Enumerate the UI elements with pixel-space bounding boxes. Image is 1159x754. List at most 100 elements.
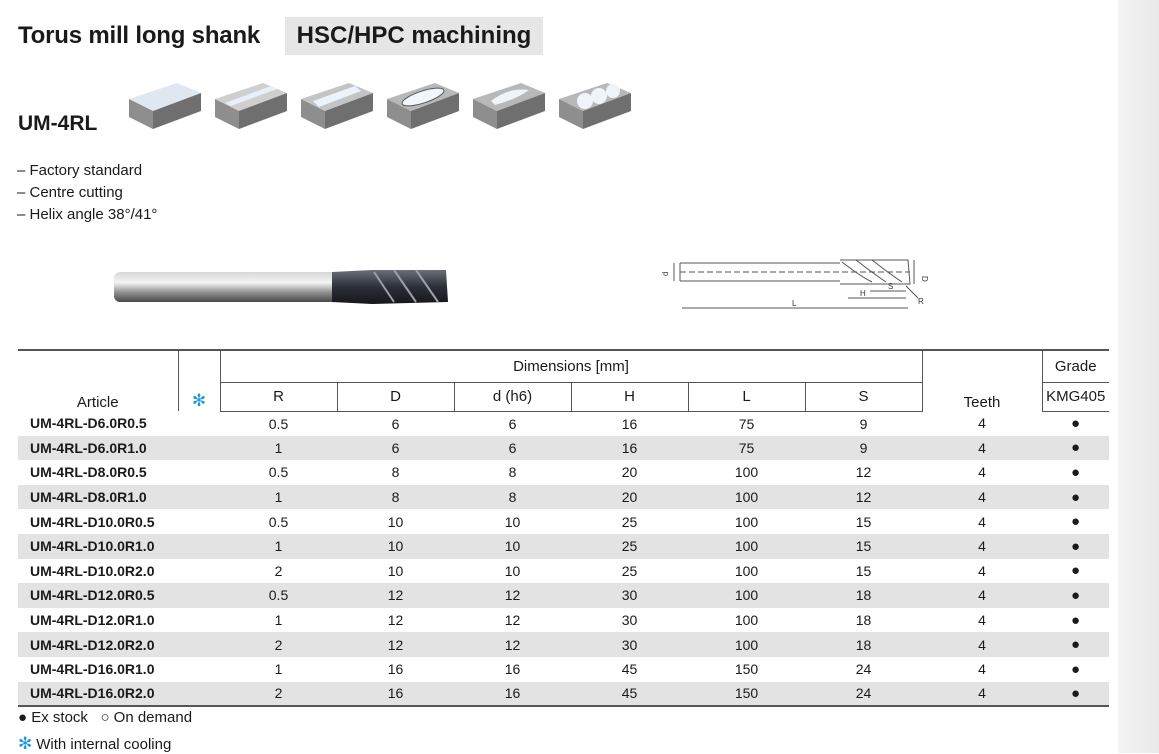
grade-cell: ● bbox=[1070, 415, 1081, 433]
drawing-label-H: H bbox=[860, 289, 866, 298]
dim-cell-S: 24 bbox=[855, 661, 872, 678]
teeth-cell: 4 bbox=[978, 415, 986, 432]
legend-on-demand: ○ On demand bbox=[100, 709, 193, 726]
dim-cell-S: 18 bbox=[855, 587, 872, 604]
dim-cell-d: 10 bbox=[504, 538, 521, 555]
teeth-cell: 4 bbox=[978, 513, 986, 530]
teeth-cell: 4 bbox=[978, 562, 986, 579]
dim-cell-S: 18 bbox=[855, 636, 872, 653]
dim-cell-d: 8 bbox=[508, 489, 517, 506]
slot-milling-icon bbox=[215, 83, 287, 129]
dim-cell-H: 45 bbox=[621, 661, 638, 678]
dim-cell-R: 0.5 bbox=[268, 587, 289, 604]
stock-legend: ● Ex stock ○ On demand bbox=[18, 709, 192, 726]
article-cell: UM-4RL-D12.0R1.0 bbox=[30, 612, 155, 629]
cooling-cell bbox=[178, 657, 220, 682]
dim-cell-D: 8 bbox=[391, 489, 400, 506]
dim-cell-R: 0.5 bbox=[268, 415, 289, 432]
dim-cell-S: 12 bbox=[855, 464, 872, 481]
article-cell: UM-4RL-D6.0R1.0 bbox=[30, 439, 147, 456]
drawing-label-d: d bbox=[661, 272, 670, 276]
dim-cell-d: 16 bbox=[504, 661, 521, 678]
cooling-cell bbox=[178, 559, 220, 584]
dim-cell-D: 16 bbox=[337, 681, 454, 708]
dim-cell-R: 2 bbox=[274, 562, 283, 579]
cooling-header-icon: ✻ bbox=[177, 349, 220, 411]
dim-cell-L: 100 bbox=[734, 489, 759, 506]
dim-cell-d: 6 bbox=[508, 415, 517, 432]
face-milling-icon bbox=[129, 83, 201, 129]
teeth-cell: 4 bbox=[978, 587, 986, 604]
legend-cooling: With internal cooling bbox=[36, 736, 172, 753]
col-header-R: R bbox=[219, 382, 337, 412]
dim-cell-R: 0.5 bbox=[268, 513, 289, 530]
dim-cell-d: 16 bbox=[454, 681, 571, 708]
dim-cell-R: 0.5 bbox=[268, 464, 289, 481]
dim-cell-H: 30 bbox=[621, 587, 638, 604]
col-header-D: D bbox=[336, 382, 454, 412]
dim-cell-d: 10 bbox=[504, 562, 521, 579]
dim-cell-H: 25 bbox=[621, 562, 638, 579]
teeth-cell: 4 bbox=[922, 681, 1042, 708]
legend-ex-stock: ● Ex stock bbox=[18, 709, 88, 726]
drawing-label-S: S bbox=[888, 282, 893, 291]
dim-cell-H: 30 bbox=[621, 612, 638, 629]
cooling-cell bbox=[178, 583, 220, 608]
grade-cell: ● bbox=[1070, 488, 1081, 506]
article-header: Article bbox=[18, 349, 178, 411]
col-header-S: S bbox=[804, 382, 922, 412]
article-cell: UM-4RL-D6.0R0.5 bbox=[30, 415, 147, 432]
dim-cell-D: 6 bbox=[391, 439, 400, 456]
dim-cell-L: 100 bbox=[734, 464, 759, 481]
grade-cell: ● bbox=[1070, 463, 1081, 481]
dim-cell-S: 24 bbox=[805, 681, 922, 708]
dim-cell-R: 2 bbox=[274, 636, 283, 653]
grade-cell: ● bbox=[1070, 586, 1081, 604]
dim-cell-D: 16 bbox=[387, 661, 404, 678]
pocket-milling-icon bbox=[387, 83, 459, 129]
dim-cell-H: 25 bbox=[621, 513, 638, 530]
dimensions-header: Dimensions [mm] bbox=[219, 349, 922, 383]
dim-cell-H: 20 bbox=[621, 464, 638, 481]
feature-item: – Centre cutting bbox=[17, 184, 123, 201]
col-header-H: H bbox=[570, 382, 688, 412]
dim-cell-L: 150 bbox=[734, 661, 759, 678]
dim-cell-S: 18 bbox=[855, 612, 872, 629]
dim-cell-H: 20 bbox=[621, 489, 638, 506]
dim-cell-R: 1 bbox=[274, 661, 283, 678]
spec-table: Article ✻ Dimensions [mm] Teeth Grade R … bbox=[18, 349, 1109, 708]
dim-cell-R: 2 bbox=[220, 681, 337, 708]
model-name: UM-4RL bbox=[18, 112, 98, 135]
grade-cell: ● bbox=[1070, 513, 1081, 531]
dim-cell-L: 100 bbox=[734, 636, 759, 653]
article-cell: UM-4RL-D12.0R0.5 bbox=[30, 587, 155, 604]
cooling-cell bbox=[178, 436, 220, 461]
cooling-cell bbox=[178, 608, 220, 633]
article-cell: UM-4RL-D10.0R2.0 bbox=[30, 562, 155, 579]
col-header-L: L bbox=[687, 382, 805, 412]
dim-cell-d: 12 bbox=[504, 636, 521, 653]
dim-cell-S: 9 bbox=[859, 415, 868, 432]
dim-cell-R: 1 bbox=[274, 612, 283, 629]
dim-cell-D: 12 bbox=[387, 587, 404, 604]
plunge-milling-icon bbox=[559, 83, 631, 129]
dim-cell-H: 16 bbox=[621, 439, 638, 456]
cooling-cell bbox=[178, 485, 220, 510]
teeth-cell: 4 bbox=[978, 612, 986, 629]
dim-cell-D: 12 bbox=[387, 636, 404, 653]
dim-cell-L: 100 bbox=[734, 612, 759, 629]
grade-cell: ● bbox=[1070, 537, 1081, 555]
dim-cell-L: 100 bbox=[734, 587, 759, 604]
article-cell: UM-4RL-D12.0R2.0 bbox=[30, 636, 155, 653]
dim-cell-S: 15 bbox=[855, 538, 872, 555]
article-cell: UM-4RL-D8.0R0.5 bbox=[30, 464, 147, 481]
dim-cell-H: 45 bbox=[571, 681, 688, 708]
grade-name-header: KMG405 bbox=[1041, 382, 1109, 412]
dim-cell-L: 100 bbox=[734, 513, 759, 530]
dim-cell-d: 10 bbox=[504, 513, 521, 530]
